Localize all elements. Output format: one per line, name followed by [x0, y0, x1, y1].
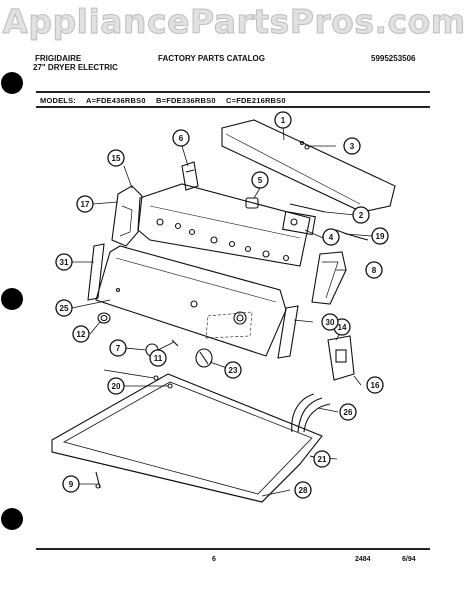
- push-button-5: [245, 197, 259, 209]
- callout-25: 25: [55, 299, 73, 317]
- back-panel: [221, 119, 396, 213]
- callout-4: 4: [322, 228, 340, 246]
- clip-11: [171, 339, 179, 347]
- callout-label: 5: [258, 176, 263, 185]
- callout-label: 25: [60, 304, 69, 313]
- callout-23: 23: [224, 361, 242, 379]
- trim-right: [277, 305, 299, 359]
- callout-20: 20: [107, 377, 125, 395]
- callout-label: 16: [371, 381, 380, 390]
- callout-label: 12: [77, 330, 86, 339]
- callout-label: 1: [281, 116, 286, 125]
- callout-21: 21: [313, 450, 331, 468]
- timer-block: [282, 210, 316, 236]
- door-switch: [327, 335, 355, 381]
- models-line: MODELS: A=FDE436RBS0 B=FDE336RBS0 C=FDE2…: [40, 96, 294, 105]
- callout-17: 17: [76, 195, 94, 213]
- callout-label: 19: [376, 232, 385, 241]
- callout-31: 31: [55, 253, 73, 271]
- wire-harness-26: [291, 393, 331, 433]
- callout-label: 2: [359, 211, 364, 220]
- knob-12: [97, 312, 111, 324]
- footer-rule: [36, 548, 430, 550]
- callout-label: 7: [116, 344, 121, 353]
- callout-label: 4: [329, 233, 334, 242]
- callout-label: 20: [112, 382, 121, 391]
- product-label: 27" DRYER ELECTRIC: [33, 63, 118, 72]
- callout-12: 12: [72, 325, 90, 343]
- binder-hole-bottom: [1, 508, 23, 530]
- callout-label: 6: [179, 134, 184, 143]
- callout-label: 30: [326, 318, 335, 327]
- callout-28: 28: [294, 481, 312, 499]
- callout-8: 8: [365, 261, 383, 279]
- model-b: B=FDE336RBS0: [156, 96, 216, 105]
- callout-15: 15: [107, 149, 125, 167]
- callout-label: 15: [112, 154, 121, 163]
- callout-label: 8: [372, 266, 377, 275]
- console-front: [95, 245, 287, 357]
- selector-knob-6: [181, 161, 199, 191]
- callout-30: 30: [321, 313, 339, 331]
- trim-left: [87, 243, 105, 301]
- callout-label: 28: [299, 486, 308, 495]
- callout-label: 11: [154, 354, 163, 363]
- model-a: A=FDE436RBS0: [86, 96, 146, 105]
- end-cap-right: [311, 251, 347, 305]
- callout-label: 31: [60, 258, 69, 267]
- end-cap-left: [111, 185, 143, 247]
- models-label: MODELS:: [40, 96, 76, 105]
- callout-9: 9: [62, 475, 80, 493]
- callout-label: 9: [69, 480, 74, 489]
- callout-1: 1: [274, 111, 292, 129]
- callout-label: 26: [344, 408, 353, 417]
- catalog-title: FACTORY PARTS CATALOG: [158, 54, 265, 63]
- top-panel: [51, 373, 323, 503]
- header-rule: [36, 91, 430, 93]
- callout-label: 14: [338, 323, 347, 332]
- binder-hole-middle: [1, 288, 23, 310]
- control-panel: [137, 183, 311, 267]
- page-number: 6: [212, 556, 216, 563]
- screw-3: [299, 140, 310, 150]
- wire-19: [335, 229, 369, 241]
- callout-19: 19: [371, 227, 389, 245]
- callout-label: 3: [350, 142, 355, 151]
- model-c: C=FDE216RBS0: [226, 96, 286, 105]
- callout-label: 23: [229, 366, 238, 375]
- models-rule: [36, 106, 430, 108]
- binder-hole-top: [1, 72, 23, 94]
- callout-5: 5: [251, 171, 269, 189]
- footer-date: 6/94: [402, 556, 416, 563]
- callout-2: 2: [352, 206, 370, 224]
- brand-label: FRIGIDAIRE: [35, 54, 82, 63]
- callout-7: 7: [109, 339, 127, 357]
- callout-16: 16: [366, 376, 384, 394]
- callout-26: 26: [339, 403, 357, 421]
- wire-2: [289, 203, 326, 213]
- callout-3: 3: [343, 137, 361, 155]
- screw-9: [95, 471, 101, 489]
- leader-lines: [71, 126, 373, 497]
- figure-number: 2484: [355, 556, 371, 563]
- callout-label: 17: [81, 200, 90, 209]
- catalog-number: 5995253506: [371, 54, 416, 63]
- knob-23: [195, 348, 213, 368]
- callout-label: 21: [318, 455, 327, 464]
- callout-6: 6: [172, 129, 190, 147]
- callout-11: 11: [149, 349, 167, 367]
